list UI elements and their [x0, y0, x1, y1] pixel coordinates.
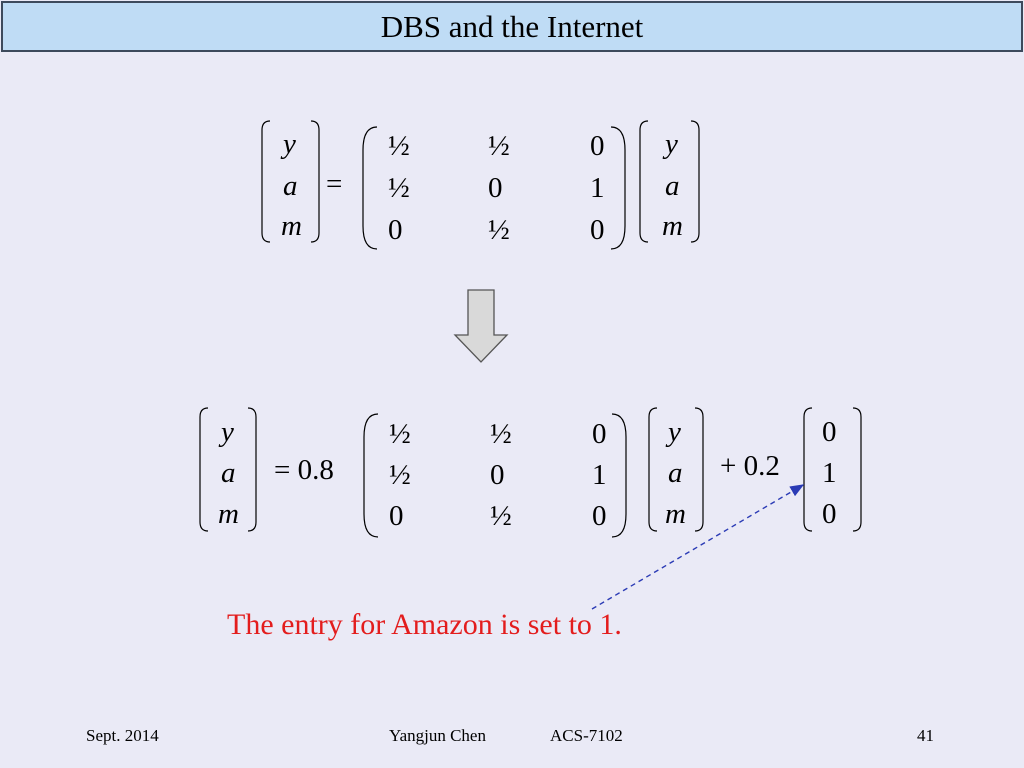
- eq1-equals: =: [326, 168, 343, 200]
- eq2-matrix-cell: ½: [389, 418, 411, 450]
- eq1-matrix-cell: ½: [388, 172, 410, 204]
- eq2-vector-y: y: [668, 416, 681, 448]
- eq2-matrix-cell: 0: [592, 500, 607, 532]
- eq2-plus-coefficient: + 0.2: [720, 450, 780, 482]
- footer-date: Sept. 2014: [86, 726, 159, 745]
- eq2-matrix-cell: ½: [490, 418, 512, 450]
- eq1-matrix-cell: 0: [590, 214, 605, 246]
- eq2-matrix-cell: 0: [389, 500, 404, 532]
- eq2-lhs-bracket-right: [247, 407, 257, 532]
- eq2-matrix-bracket-left: [363, 413, 379, 538]
- footer-author: Yangjun Chen: [389, 726, 486, 745]
- annotation-text: The entry for Amazon is set to 1.: [227, 608, 622, 641]
- eq2-teleport-bracket-left: [803, 407, 813, 532]
- eq1-matrix-cell: 1: [590, 172, 605, 204]
- eq2-lhs-a: a: [221, 457, 236, 489]
- footer-course: ACS-7102: [550, 726, 623, 745]
- eq2-vector-bracket-right: [694, 407, 704, 532]
- eq1-matrix-cell: ½: [388, 130, 410, 162]
- eq2-vector-a: a: [668, 457, 683, 489]
- eq1-rhs-y: y: [665, 128, 678, 160]
- eq1-matrix-bracket-left: [362, 126, 378, 250]
- eq2-lhs-m: m: [218, 498, 239, 530]
- eq2-teleport-cell: 0: [822, 498, 837, 530]
- eq1-rhs-bracket-right: [690, 120, 700, 243]
- eq1-rhs-a: a: [665, 170, 680, 202]
- eq2-teleport-cell: 1: [822, 457, 837, 489]
- eq2-equals-coefficient: = 0.8: [274, 454, 334, 486]
- eq1-matrix-cell: ½: [488, 130, 510, 162]
- slide-number: 41: [917, 726, 934, 745]
- eq1-matrix-cell: 0: [388, 214, 403, 246]
- eq2-lhs-y: y: [221, 416, 234, 448]
- eq2-teleport-bracket-right: [852, 407, 862, 532]
- eq2-lhs-bracket-left: [199, 407, 209, 532]
- eq1-rhs-bracket-left: [639, 120, 649, 243]
- eq1-lhs-bracket-left: [261, 120, 271, 243]
- eq2-matrix-cell: ½: [490, 500, 512, 532]
- eq2-vector-m: m: [665, 498, 686, 530]
- eq2-teleport-cell: 0: [822, 416, 837, 448]
- annotation-arrow: [591, 484, 805, 610]
- slide-title: DBS and the Internet: [1, 1, 1023, 52]
- eq1-matrix-cell: ½: [488, 214, 510, 246]
- eq2-matrix-cell: ½: [389, 459, 411, 491]
- eq1-lhs-a: a: [283, 170, 298, 202]
- eq2-matrix-cell: 1: [592, 459, 607, 491]
- eq1-lhs-bracket-right: [310, 120, 320, 243]
- eq2-vector-bracket-left: [648, 407, 658, 532]
- eq2-matrix-bracket-right: [611, 413, 627, 538]
- eq1-matrix-cell: 0: [488, 172, 503, 204]
- eq1-lhs-y: y: [283, 128, 296, 160]
- eq1-matrix-cell: 0: [590, 130, 605, 162]
- eq1-rhs-m: m: [662, 210, 683, 242]
- eq1-lhs-m: m: [281, 210, 302, 242]
- down-arrow-icon: [453, 289, 509, 363]
- eq2-matrix-cell: 0: [490, 459, 505, 491]
- eq1-matrix-bracket-right: [610, 126, 626, 250]
- eq2-matrix-cell: 0: [592, 418, 607, 450]
